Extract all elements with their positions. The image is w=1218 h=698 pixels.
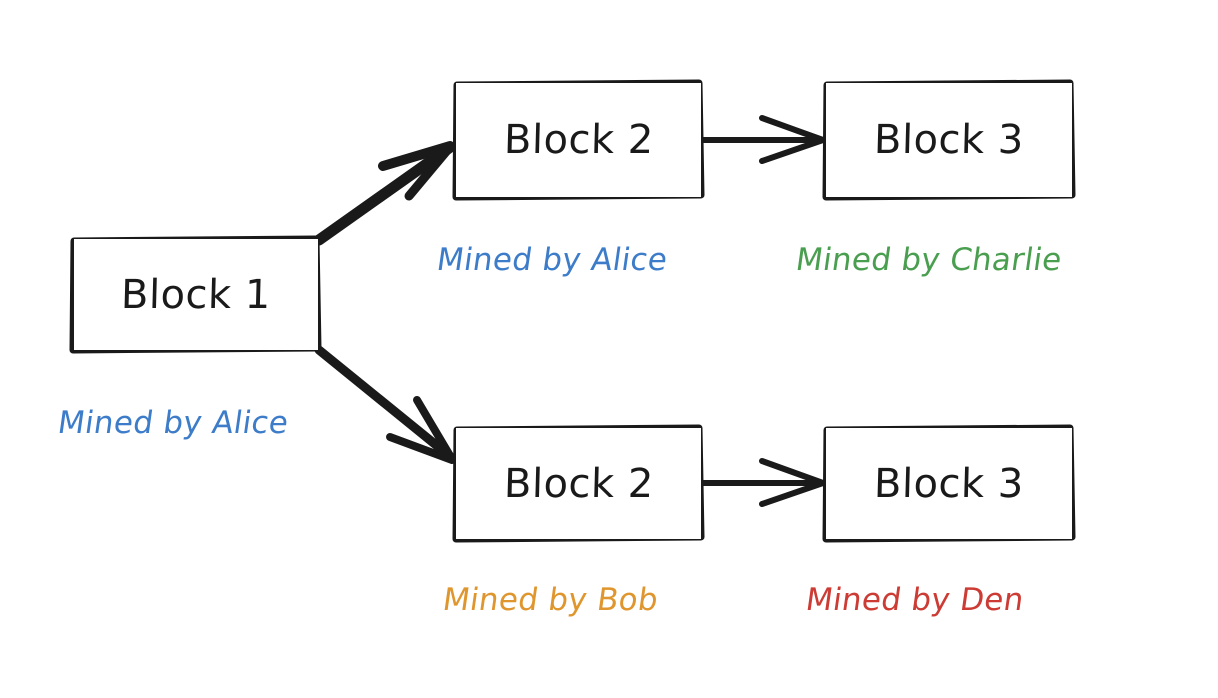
- arrow-block2-to-block3-bottom: [698, 458, 826, 507]
- block1[interactable]: Block 1: [74, 239, 318, 350]
- miner-label-block3-top: Mined by Charlie: [793, 242, 1065, 278]
- miner-label-block1: Mined by Alice: [55, 405, 291, 441]
- block3-bottom[interactable]: Block 3: [826, 428, 1072, 539]
- block2-top-label: Block 2: [502, 117, 655, 163]
- arrow-block1-to-block2-bottom: [314, 345, 457, 464]
- miner-label-block3-bottom: Mined by Den: [803, 582, 1027, 618]
- block1-label: Block 1: [120, 271, 272, 318]
- block2-bottom[interactable]: Block 2: [456, 428, 701, 539]
- block3-top[interactable]: Block 3: [826, 83, 1072, 197]
- block2-bottom-label: Block 2: [502, 460, 655, 507]
- block2-top[interactable]: Block 2: [456, 83, 701, 197]
- arrow-block2-to-block3-top: [698, 115, 826, 164]
- miner-label-block2-top: Mined by Alice: [434, 242, 670, 278]
- miner-label-block2-bottom: Mined by Bob: [440, 582, 661, 618]
- block3-top-label: Block 3: [873, 117, 1025, 163]
- arrow-block1-to-block2-top: [313, 141, 455, 246]
- block3-bottom-label: Block 3: [873, 460, 1025, 507]
